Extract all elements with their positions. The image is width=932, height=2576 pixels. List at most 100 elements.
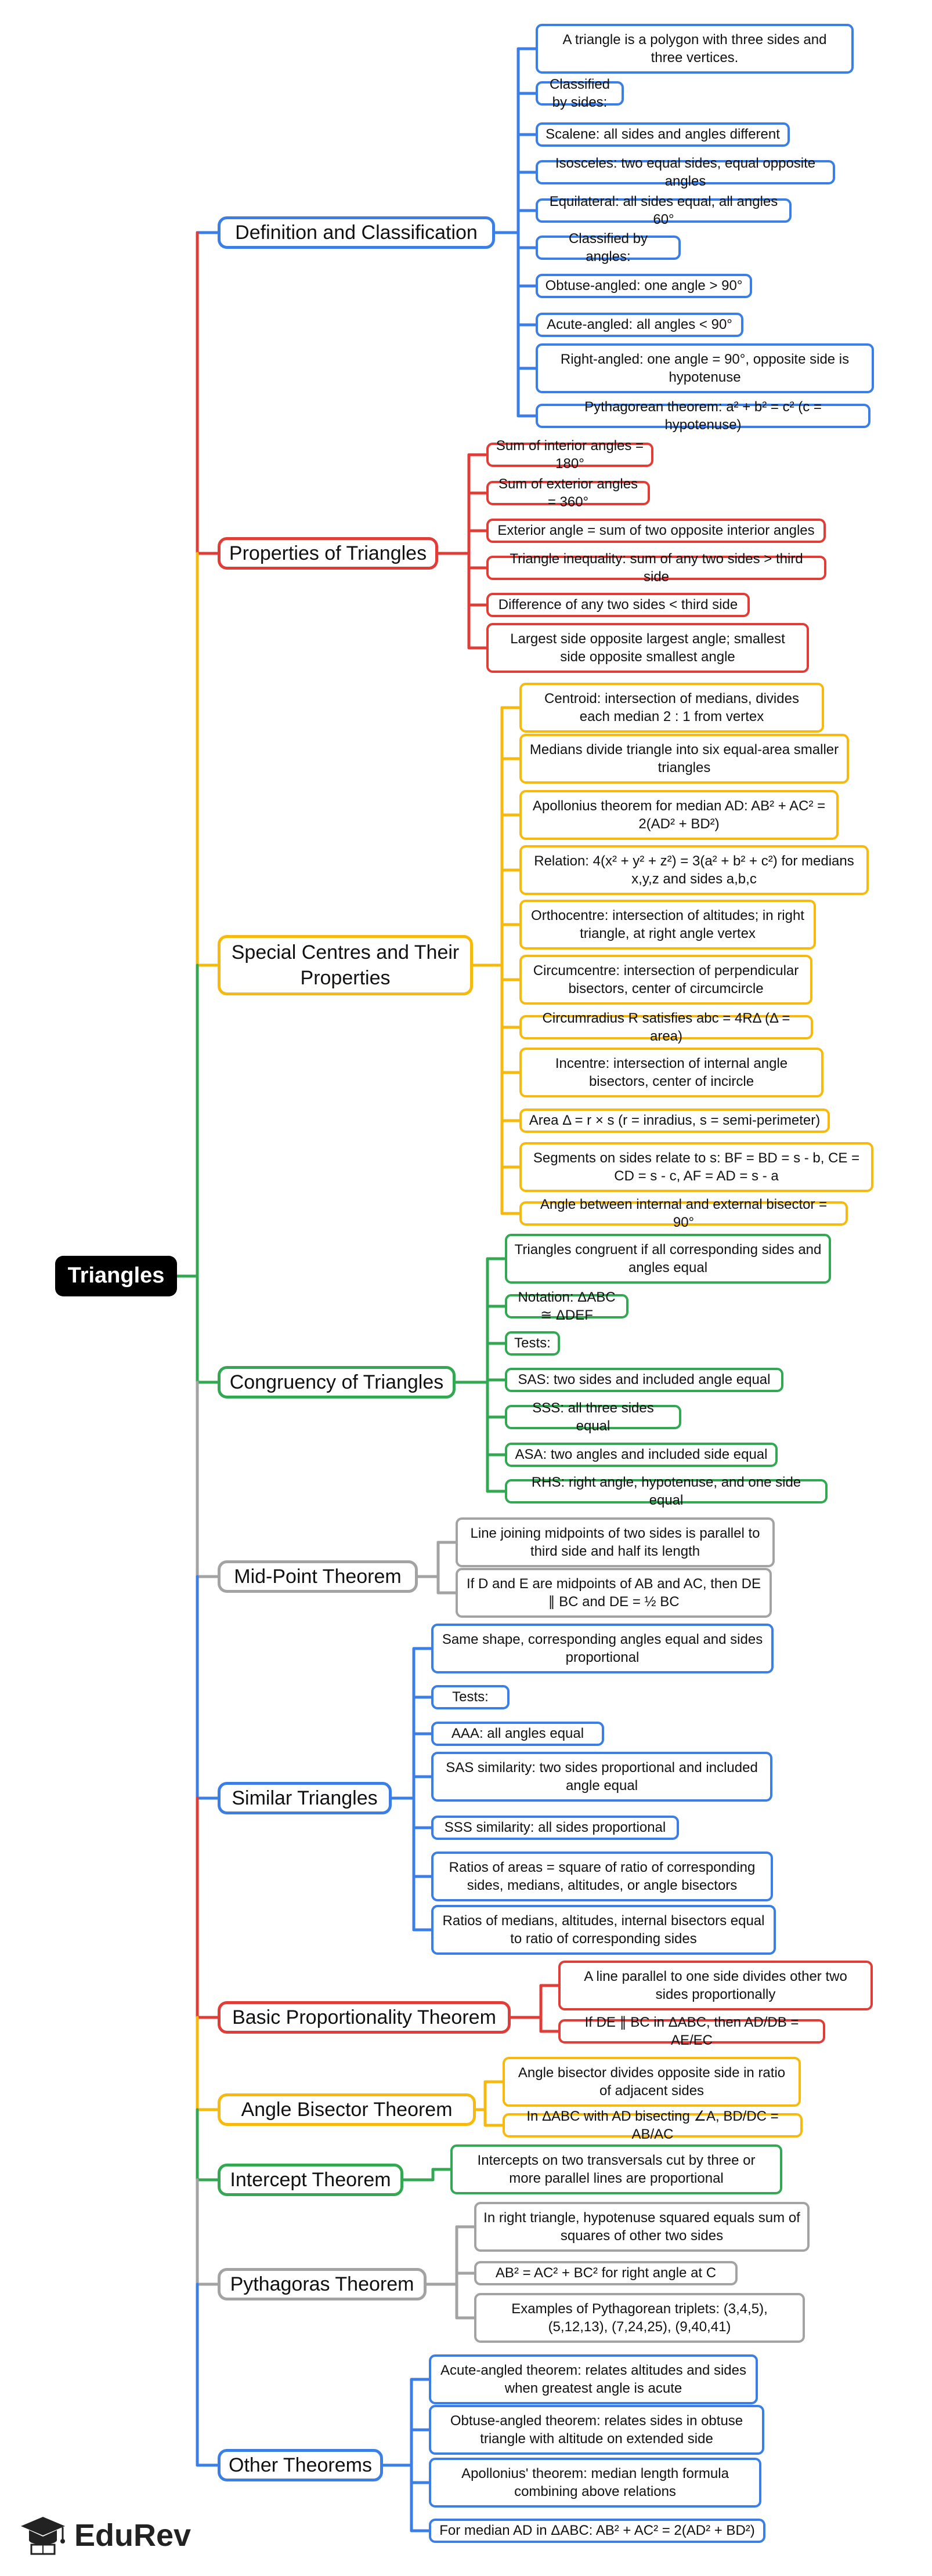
leaf-centres-8: Area Δ = r × s (r = inradius, s = semi-p… [519, 1108, 830, 1133]
branch-intercept-label: Intercept Theorem [230, 2168, 391, 2191]
leaf-centres-2: Apollonius theorem for median AD: AB² + … [519, 790, 839, 840]
branch-congruency-label: Congruency of Triangles [229, 1371, 444, 1393]
leaf-centres-1: Medians divide triangle into six equal-a… [519, 734, 849, 784]
branch-bpt: Basic Proportionality Theorem [218, 2001, 511, 2034]
leaf-properties-2: Exterior angle = sum of two opposite int… [486, 519, 826, 543]
leaf-centres-4-label: Orthocentre: intersection of altitudes; … [531, 907, 804, 941]
leaf-bisector-0: Angle bisector divides opposite side in … [503, 2057, 801, 2107]
leaf-similar-0: Same shape, corresponding angles equal a… [431, 1624, 774, 1673]
leaf-definition-0-label: A triangle is a polygon with three sides… [562, 31, 827, 66]
leaf-properties-0-label: Sum of interior angles = 180° [496, 437, 644, 472]
leaf-centres-3: Relation: 4(x² + y² + z²) = 3(a² + b² + … [519, 845, 869, 895]
leaf-centres-5-label: Circumcentre: intersection of perpendicu… [533, 962, 799, 997]
leaf-centres-2-label: Apollonius theorem for median AD: AB² + … [532, 798, 826, 832]
leaf-centres-9: Segments on sides relate to s: BF = BD =… [519, 1142, 873, 1192]
leaf-definition-6-label: Obtuse-angled: one angle > 90° [545, 278, 743, 294]
branch-pythagoras-label: Pythagoras Theorem [230, 2273, 414, 2295]
leaf-pythagoras-0-label: In right triangle, hypotenuse squared eq… [483, 2209, 800, 2244]
branch-bisector-label: Angle Bisector Theorem [241, 2098, 453, 2121]
leaf-properties-0: Sum of interior angles = 180° [486, 438, 653, 472]
branch-bpt-label: Basic Proportionality Theorem [232, 2006, 496, 2028]
leaf-similar-4-label: SSS similarity: all sides proportional [444, 1820, 666, 1836]
leaf-similar-3: SAS similarity: two sides proportional a… [431, 1752, 772, 1802]
leaf-similar-5: Ratios of areas = square of ratio of cor… [431, 1852, 773, 1901]
leaf-similar-6-label: Ratios of medians, altitudes, internal b… [442, 1912, 765, 1947]
leaf-centres-1-label: Medians divide triangle into six equal-a… [529, 741, 839, 776]
leaf-other-2-label: Apollonius' theorem: median length formu… [461, 2465, 729, 2499]
leaf-centres-7-label: Incentre: intersection of internal angle… [555, 1055, 788, 1089]
leaf-bisector-1-label: In ΔABC with AD bisecting ∠A, BD/DC = AB… [526, 2108, 779, 2142]
leaf-properties-5-label: Largest side opposite largest angle; sma… [510, 631, 785, 665]
leaf-bpt-1: If DE ∥ BC in ΔABC, then AD/DB = AE/EC [558, 2015, 825, 2048]
branch-midpoint: Mid-Point Theorem [218, 1560, 418, 1593]
leaf-definition-7-label: Acute-angled: all angles < 90° [547, 317, 732, 333]
branch-midpoint-label: Mid-Point Theorem [234, 1565, 402, 1588]
leaf-centres-4: Orthocentre: intersection of altitudes; … [519, 900, 816, 950]
leaf-definition-3-label: Isosceles: two equal sides, equal opposi… [555, 155, 816, 189]
leaf-other-0: Acute-angled theorem: relates altitudes … [429, 2354, 758, 2404]
leaf-definition-8-label: Right-angled: one angle = 90°, opposite … [560, 351, 850, 385]
leaf-pythagoras-0: In right triangle, hypotenuse squared eq… [474, 2202, 810, 2252]
branch-centres: Special Centres and Their Properties [218, 935, 473, 995]
leaf-centres-8-label: Area Δ = r × s (r = inradius, s = semi-p… [529, 1113, 821, 1129]
leaf-definition-7: Acute-angled: all angles < 90° [536, 313, 743, 337]
branch-similar-label: Similar Triangles [232, 1787, 378, 1809]
leaf-other-1: Obtuse-angled theorem: relates sides in … [429, 2405, 764, 2455]
leaf-definition-2-label: Scalene: all sides and angles different [546, 126, 780, 143]
leaf-similar-6: Ratios of medians, altitudes, internal b… [431, 1905, 776, 1955]
leaf-congruency-5-label: ASA: two angles and included side equal [515, 1447, 768, 1463]
leaf-congruency-1: Notation: ΔABC ≅ ΔDEF [505, 1289, 628, 1323]
leaf-congruency-0-label: Triangles congruent if all corresponding… [514, 1241, 822, 1276]
leaf-congruency-1-label: Notation: ΔABC ≅ ΔDEF [518, 1289, 616, 1323]
leaf-bisector-0-label: Angle bisector divides opposite side in … [518, 2064, 786, 2099]
leaf-definition-2: Scalene: all sides and angles different [536, 122, 790, 147]
leaf-similar-2-label: AAA: all angles equal [451, 1726, 584, 1742]
branch-similar: Similar Triangles [218, 1782, 392, 1814]
branch-intercept: Intercept Theorem [218, 2164, 403, 2196]
leaf-properties-1: Sum of exterior angles = 360° [486, 476, 650, 510]
leaf-similar-0-label: Same shape, corresponding angles equal a… [442, 1631, 763, 1665]
leaf-congruency-4-label: SSS: all three sides equal [532, 1400, 654, 1434]
leaf-similar-5-label: Ratios of areas = square of ratio of cor… [449, 1859, 756, 1893]
leaf-properties-1-label: Sum of exterior angles = 360° [498, 476, 638, 510]
leaf-definition-5: Classified by angles: [536, 231, 681, 265]
leaf-other-3-label: For median AD in ΔABC: AB² + AC² = 2(AD²… [439, 2523, 755, 2539]
leaf-bpt-0-label: A line parallel to one side divides othe… [584, 1968, 847, 2002]
leaf-properties-4-label: Difference of any two sides < third side [498, 597, 738, 613]
leaf-similar-3-label: SAS similarity: two sides proportional a… [446, 1759, 758, 1794]
leaf-definition-4: Equilateral: all sides equal, all angles… [536, 194, 792, 227]
leaf-congruency-2: Tests: [505, 1331, 560, 1356]
leaf-similar-1-label: Tests: [452, 1689, 489, 1705]
branch-definition-label: Definition and Classification [235, 221, 478, 244]
branch-other-label: Other Theorems [229, 2454, 372, 2476]
leaf-congruency-5: ASA: two angles and included side equal [505, 1443, 778, 1467]
leaf-definition-5-label: Classified by angles: [568, 230, 648, 265]
root-node: Triangles [55, 1256, 177, 1296]
leaf-other-0-label: Acute-angled theorem: relates altitudes … [440, 2362, 746, 2396]
leaf-congruency-3: SAS: two sides and included angle equal [505, 1368, 783, 1392]
leaf-pythagoras-2-label: Examples of Pythagorean triplets: (3,4,5… [511, 2300, 768, 2335]
leaf-bpt-1-label: If DE ∥ BC in ΔABC, then AD/DB = AE/EC [584, 2014, 799, 2048]
leaf-midpoint-0-label: Line joining midpoints of two sides is p… [470, 1525, 760, 1559]
leaf-centres-10-label: Angle between internal and external bise… [540, 1196, 828, 1230]
leaf-centres-10: Angle between internal and external bise… [519, 1197, 848, 1230]
leaf-definition-9-label: Pythagorean theorem: a² + b² = c² (c = h… [584, 398, 822, 433]
leaf-similar-2: AAA: all angles equal [431, 1722, 604, 1746]
leaf-properties-3: Triangle inequality: sum of any two side… [486, 551, 826, 585]
leaf-congruency-6: RHS: right angle, hypotenuse, and one si… [505, 1474, 828, 1508]
logo-text: EduRev [74, 2518, 192, 2553]
leaf-definition-9: Pythagorean theorem: a² + b² = c² (c = h… [536, 399, 870, 433]
leaf-properties-3-label: Triangle inequality: sum of any two side… [510, 550, 803, 585]
leaf-definition-0: A triangle is a polygon with three sides… [536, 24, 854, 74]
leaf-definition-1-label: Classified by sides: [549, 76, 611, 110]
leaf-congruency-2-label: Tests: [514, 1335, 551, 1352]
leaf-definition-4-label: Equilateral: all sides equal, all angles… [549, 193, 778, 227]
leaf-properties-2-label: Exterior angle = sum of two opposite int… [497, 523, 815, 539]
branch-congruency: Congruency of Triangles [218, 1366, 456, 1398]
branch-pythagoras: Pythagoras Theorem [218, 2268, 427, 2300]
leaf-midpoint-1: If D and E are midpoints of AB and AC, t… [456, 1568, 772, 1618]
leaf-definition-8: Right-angled: one angle = 90°, opposite … [536, 343, 874, 393]
leaf-centres-3-label: Relation: 4(x² + y² + z²) = 3(a² + b² + … [534, 853, 854, 887]
leaf-definition-6: Obtuse-angled: one angle > 90° [536, 274, 752, 298]
